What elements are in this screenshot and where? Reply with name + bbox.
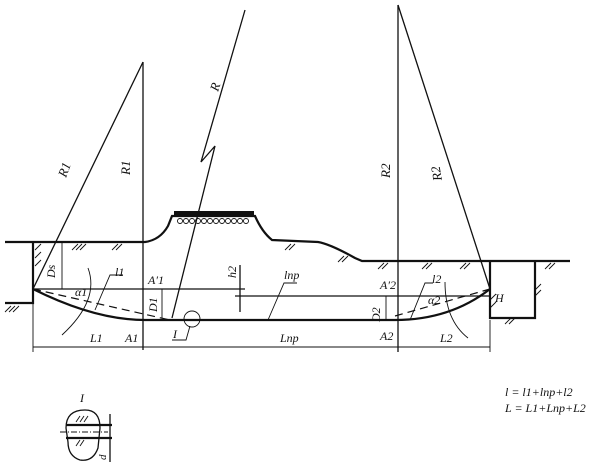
label-h: H	[494, 291, 505, 305]
detail-outline	[65, 409, 101, 461]
detail-i: I d	[60, 391, 112, 462]
label-d: d	[97, 454, 109, 460]
entry-pit	[5, 242, 35, 305]
r-broken-line	[171, 9, 246, 319]
label-A1: A1	[124, 331, 138, 345]
label-l1: l1	[115, 265, 124, 279]
pilot-chord-right	[394, 288, 491, 317]
pilot-chord-left	[32, 288, 171, 321]
label-L1: L1	[89, 331, 103, 345]
embankment-gravel	[177, 218, 249, 224]
pipeline-trajectory	[32, 288, 491, 322]
label-L2: L2	[439, 331, 453, 345]
detail-marker-circle	[183, 310, 201, 328]
label-r2-vertical: R2	[378, 163, 393, 179]
l2-leader	[409, 282, 433, 321]
ground-surface	[5, 214, 570, 263]
label-a1-prime: A′1	[147, 273, 164, 287]
road-surface	[174, 211, 254, 216]
label-r1-vertical: R1	[118, 161, 133, 176]
label-alpha2: α2	[428, 293, 440, 307]
label-h2: h2	[225, 266, 239, 278]
label-d1: D1	[146, 297, 160, 313]
label-r2-slant: R2	[428, 165, 446, 183]
label-ds: Ds	[44, 264, 58, 279]
label-l2: l2	[432, 272, 441, 286]
label-a2-prime: A′2	[379, 278, 396, 292]
alpha2-arc	[444, 281, 469, 339]
r2-slant-line	[397, 4, 491, 290]
label-d2: D2	[369, 307, 383, 323]
label-A2: A2	[379, 329, 393, 343]
label-L-pr: Lпр	[279, 331, 299, 345]
label-r1-slant: R1	[54, 160, 73, 180]
alpha1-arc	[61, 267, 92, 336]
formula-l: l = l1+lпр+l2	[505, 385, 573, 399]
detail-leader	[172, 325, 191, 341]
lpr-leader	[267, 282, 297, 321]
exit-pit	[488, 261, 537, 320]
label-r: R	[206, 81, 223, 94]
label-detail-marker: I	[172, 327, 178, 341]
r1-slant-line	[32, 61, 144, 290]
l1-leader	[94, 274, 123, 311]
detail-title: I	[79, 391, 85, 405]
label-alpha1: α1	[75, 285, 87, 299]
label-l-pr: lпр	[284, 268, 299, 282]
formula-L: L = L1+Lпр+L2	[504, 401, 586, 415]
